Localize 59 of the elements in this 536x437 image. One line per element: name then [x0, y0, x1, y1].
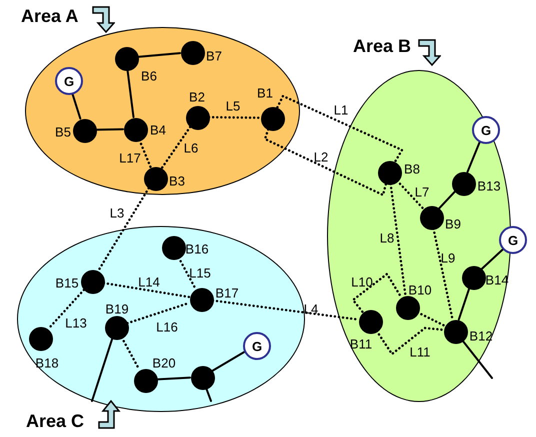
dotted-link-line	[264, 128, 388, 196]
bus-label: B6	[141, 70, 157, 82]
bus-label: B9	[445, 218, 461, 230]
solid-line	[71, 92, 82, 120]
edge-label: L16	[156, 320, 178, 334]
bus-label: B2	[189, 90, 205, 104]
bus-label: B18	[35, 356, 59, 370]
solid-line	[91, 337, 114, 402]
bus-label: B4	[150, 124, 166, 136]
edge-label: L2	[314, 150, 328, 164]
bus-label: B16	[185, 242, 209, 256]
bus-label: B10	[408, 284, 432, 296]
solid-line	[126, 68, 134, 118]
solid-line	[156, 376, 191, 380]
bus-label: B3	[169, 174, 185, 188]
area-label: Area C	[26, 412, 84, 430]
solid-line	[461, 339, 493, 379]
solid-line	[480, 248, 504, 270]
dotted-link-line	[376, 326, 444, 356]
dotted-link-line	[208, 116, 262, 119]
solid-line	[458, 287, 470, 321]
solid-line	[137, 52, 181, 58]
bus-label: B11	[350, 338, 372, 350]
area-label: Area B	[353, 37, 412, 55]
edge-label: L1	[334, 104, 348, 116]
edge-label: L8	[380, 232, 394, 244]
bus-label: B8	[404, 162, 420, 176]
dotted-link-line	[160, 126, 192, 170]
dotted-link-line	[276, 94, 404, 163]
solid-line	[211, 351, 245, 372]
edge-label: L13	[65, 316, 87, 330]
area-label: Area A	[21, 7, 78, 25]
edge-label: L10	[351, 276, 373, 288]
bus-label: B5	[55, 126, 71, 138]
edge-label: L9	[440, 252, 456, 264]
bus-label: B17	[215, 286, 239, 300]
bus-label: B1	[257, 86, 273, 100]
bus-label: B13	[477, 180, 501, 192]
solid-line	[95, 128, 124, 131]
solid-line	[205, 387, 212, 402]
bus-label: B7	[206, 50, 222, 62]
dotted-link-line	[46, 288, 86, 330]
edge-label: L14	[138, 276, 160, 288]
edge-label: L17	[119, 152, 141, 164]
dotted-link-line	[97, 187, 150, 272]
edge-label: L6	[184, 142, 198, 154]
edge-label: L7	[414, 186, 430, 198]
edge-label: L5	[226, 100, 240, 112]
dotted-link-line	[396, 180, 424, 210]
solid-line	[438, 190, 456, 210]
bus-label: B12	[469, 330, 493, 342]
bus-label: B20	[152, 356, 176, 370]
dotted-link-line	[352, 272, 402, 313]
bus-label: B19	[105, 302, 129, 316]
edge-label: L3	[110, 206, 124, 220]
bus-label: B15	[55, 276, 79, 290]
edge-label: L11	[410, 346, 430, 358]
solid-line	[466, 141, 481, 173]
edge-label: L15	[189, 266, 211, 280]
